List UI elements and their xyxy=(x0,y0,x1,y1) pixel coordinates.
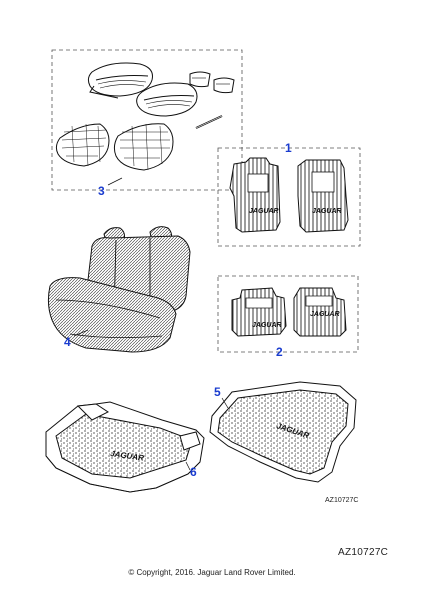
front-floor-mats-group: JAGUAR JAGUAR 1 xyxy=(217,141,361,247)
boot-liner-tray: JAGUAR 6 xyxy=(45,401,205,493)
callout-4-leader xyxy=(73,329,89,337)
headrest-covers xyxy=(189,71,235,94)
copyright-notice: © Copyright, 2016. Jaguar Land Rover Lim… xyxy=(128,568,296,577)
luggage-compartment-mat: JAGUAR 5 xyxy=(209,381,357,483)
seat-cushion-cover-upper xyxy=(87,62,153,99)
callout-3: 3 xyxy=(98,184,105,198)
callout-6-leader xyxy=(185,461,191,471)
seat-cover-kit-dashed-box xyxy=(51,49,243,191)
front-mat-left: JAGUAR xyxy=(229,157,281,233)
rear-seat-cover: 4 xyxy=(47,226,191,353)
rear-mat-right: JAGUAR xyxy=(293,287,347,337)
front-mats-dashed-box xyxy=(217,147,361,247)
svg-text:JAGUAR: JAGUAR xyxy=(312,208,342,215)
svg-text:JAGUAR: JAGUAR xyxy=(252,322,282,329)
front-mat-right: JAGUAR xyxy=(297,159,349,233)
callout-3-leader xyxy=(107,177,123,186)
fixing-strip xyxy=(195,115,223,129)
callout-5: 5 xyxy=(214,385,221,399)
diagram-reference-number: AZ10727C xyxy=(338,547,389,558)
seat-back-cover-right xyxy=(113,123,174,171)
callout-4: 4 xyxy=(64,335,71,349)
svg-text:JAGUAR: JAGUAR xyxy=(249,208,279,215)
rear-mats-dashed-box xyxy=(217,275,359,353)
illustration-reference: AZ10727C xyxy=(325,497,358,504)
rear-mat-left: JAGUAR xyxy=(231,287,287,337)
seat-back-cover-left xyxy=(55,123,110,167)
svg-text:JAGUAR: JAGUAR xyxy=(310,311,340,318)
callout-5-leader xyxy=(221,397,229,409)
seat-cover-kit-group: 3 xyxy=(51,49,243,198)
rear-floor-mats-group: JAGUAR JAGUAR 2 xyxy=(217,275,359,359)
callout-2: 2 xyxy=(276,345,283,359)
callout-6: 6 xyxy=(190,465,197,479)
seat-cushion-cover-middle xyxy=(136,82,198,117)
callout-1: 1 xyxy=(285,141,292,155)
